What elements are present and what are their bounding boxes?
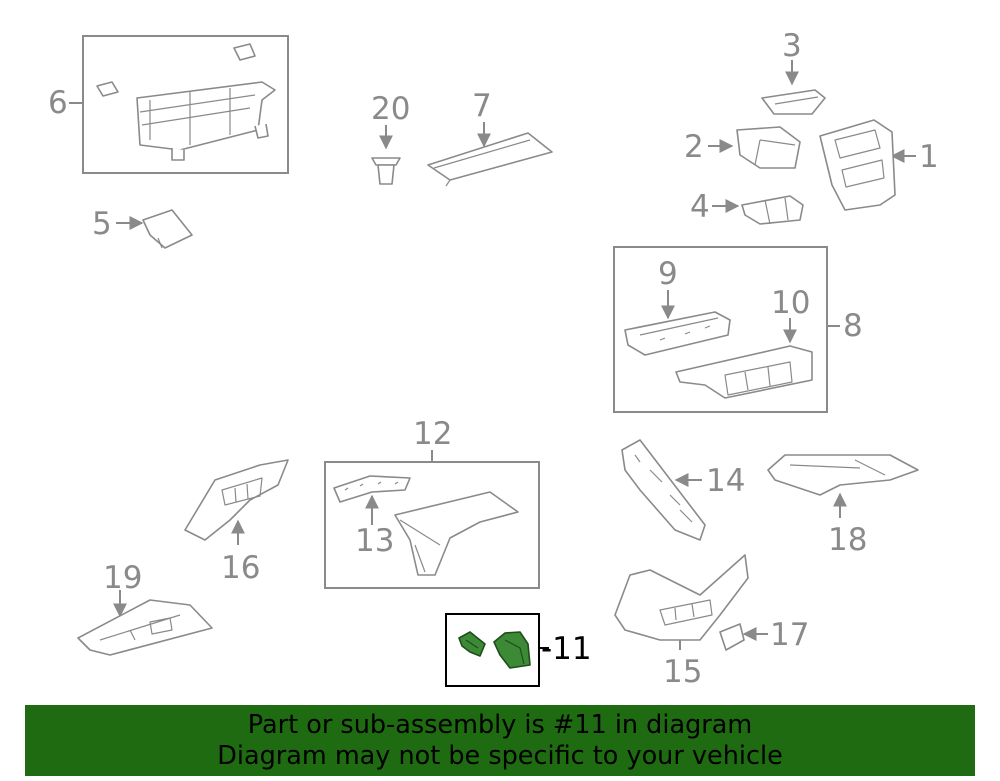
callout-19: 19 [103,560,142,596]
callout-20: 20 [371,91,410,127]
callout-6: 6 [48,85,68,121]
callout-12: 12 [413,416,452,452]
part-11-cover [493,631,531,669]
banner-line-2: Diagram may not be specific to your vehi… [217,741,783,771]
group-box-8 [613,246,828,413]
group-box-11 [445,613,540,687]
callout-3: 3 [782,28,802,64]
callout-14: 14 [706,463,745,499]
part-3[interactable] [761,60,826,115]
part-15[interactable] [614,554,749,650]
part-2[interactable] [708,126,801,169]
part-18[interactable] [767,454,919,518]
part-16[interactable] [184,459,289,545]
callout-16: 16 [221,550,260,586]
part-7[interactable] [427,122,553,187]
callout-17: 17 [770,617,809,653]
part-11-highlighted[interactable] [445,613,549,687]
callout-13: 13 [355,523,394,559]
group-box-6 [82,35,289,174]
part-1[interactable] [819,119,916,211]
part-17[interactable] [719,623,768,651]
callout-10: 10 [771,285,810,321]
part-20[interactable] [371,125,401,185]
part-6-group[interactable] [69,35,289,174]
part-19[interactable] [77,590,213,656]
callout-8: 8 [843,308,863,344]
callout-11: -11 [541,631,592,667]
callout-7: 7 [472,88,492,124]
callout-1: 1 [919,139,939,175]
callout-15: 15 [663,654,702,690]
part-8-group[interactable] [613,246,840,413]
callout-5: 5 [92,206,112,242]
part-14[interactable] [621,439,706,541]
info-banner: Part or sub-assembly is #11 in diagram D… [25,705,975,776]
callout-18: 18 [828,522,867,558]
callout-2: 2 [684,129,704,165]
part-12-group[interactable] [324,450,540,589]
callout-4: 4 [690,189,710,225]
part-4[interactable] [712,195,804,225]
banner-line-1: Part or sub-assembly is #11 in diagram [247,710,753,740]
part-5[interactable] [116,209,193,249]
callout-9: 9 [658,256,678,292]
